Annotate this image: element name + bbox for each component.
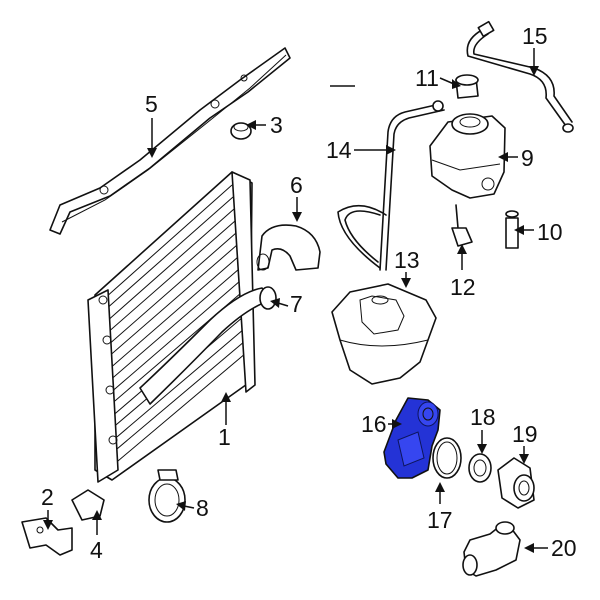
callout-13: 13 [394,247,420,273]
part-11-cap[interactable] [455,74,479,99]
callout-labels: 1 2 3 4 5 6 7 8 9 10 11 12 13 14 15 16 1… [41,23,577,563]
callout-2: 2 [41,484,54,510]
callout-9: 9 [521,145,534,171]
callout-16: 16 [361,411,387,437]
callout-3: 3 [270,112,283,138]
callout-18: 18 [470,404,496,430]
part-14-overflow-tube[interactable] [337,100,445,271]
part-6-upper-hose[interactable] [256,224,321,271]
callout-5: 5 [145,91,158,117]
callout-17: 17 [427,507,453,533]
part-13-reservoir[interactable] [331,283,437,385]
callout-19: 19 [512,421,538,447]
part-7-hose-end[interactable] [259,286,277,310]
callout-8: 8 [196,495,209,521]
callout-15: 15 [522,23,548,49]
callout-11: 11 [415,65,439,91]
part-9-expansion-tank[interactable] [429,113,506,199]
part-20-outlet-pipe[interactable] [462,521,521,577]
part-19-water-outlet[interactable] [497,457,535,509]
callout-14: 14 [326,137,352,163]
part-1-radiator[interactable] [87,171,273,483]
callout-6: 6 [290,172,303,198]
callout-1: 1 [218,424,231,450]
part-16-thermostat-housing[interactable] [383,397,441,479]
callout-20: 20 [551,535,577,561]
part-8-hose-clamp[interactable] [148,469,186,523]
part-12-sensor[interactable] [451,204,473,247]
callout-7: 7 [290,291,303,317]
part-10-fitting[interactable] [505,210,519,249]
part-15-vent-hose[interactable] [466,20,574,133]
part-5-support-rail[interactable] [49,47,291,235]
leader-lines [43,48,548,553]
callout-4: 4 [90,537,103,563]
callout-12: 12 [450,274,476,300]
part-18-thermostat[interactable] [468,453,492,483]
callout-10: 10 [537,219,563,245]
part-3-grommet[interactable] [230,122,252,140]
part-17-gasket[interactable] [432,437,462,479]
